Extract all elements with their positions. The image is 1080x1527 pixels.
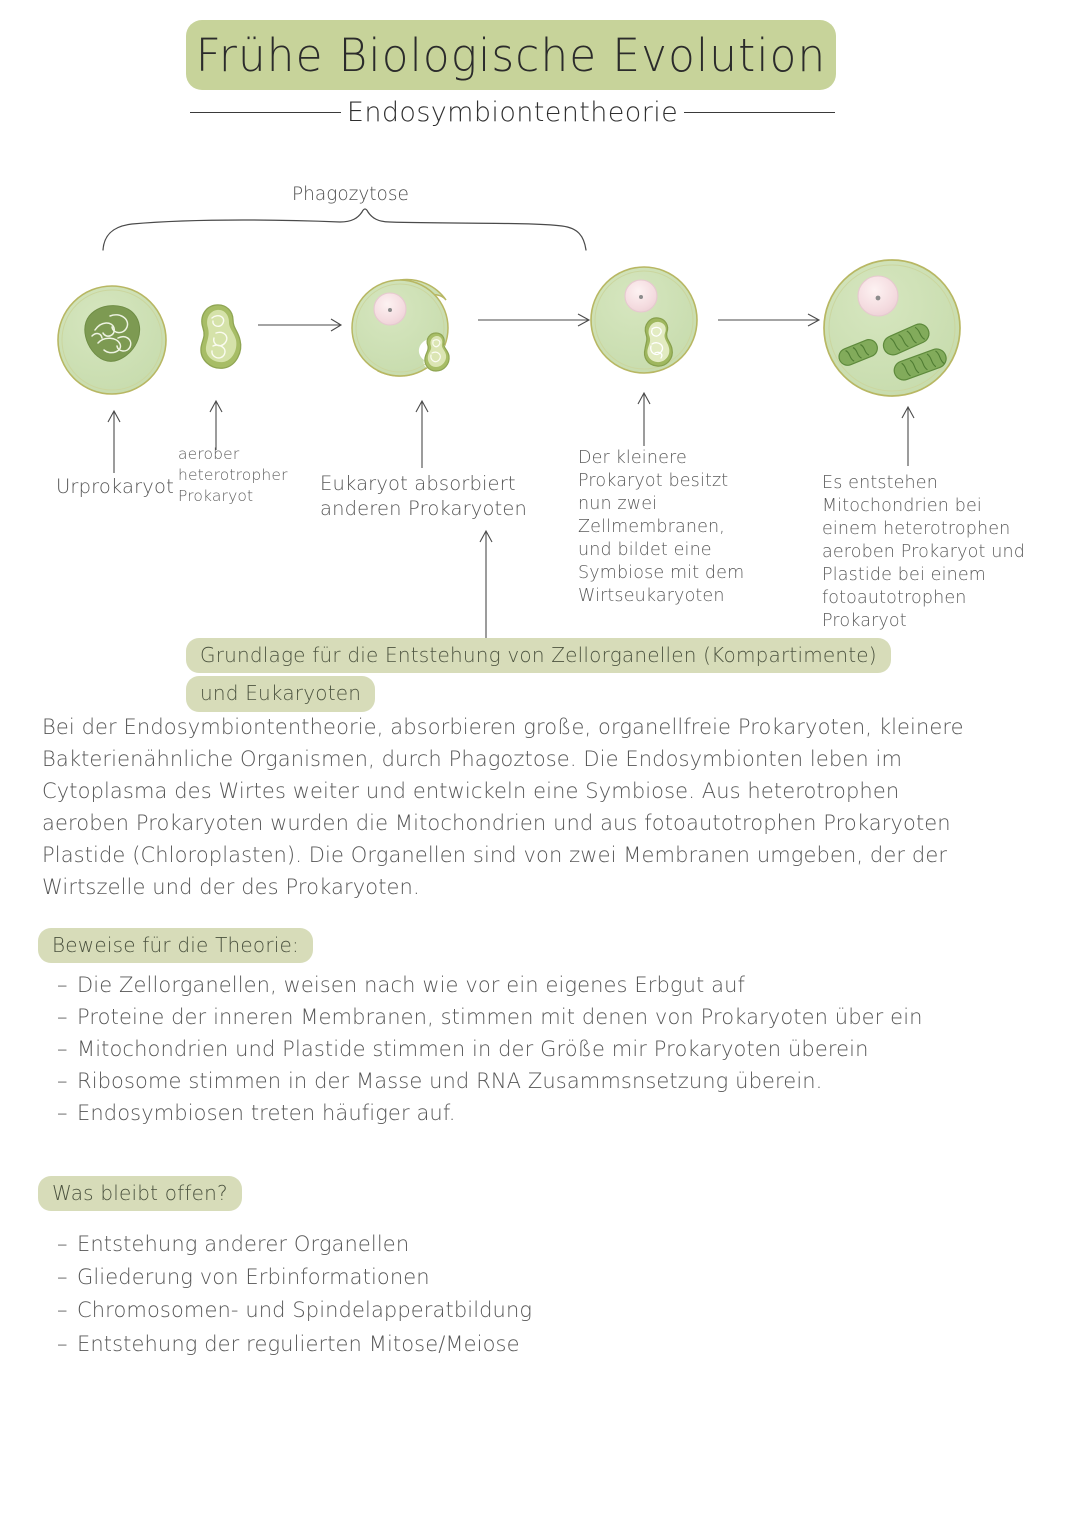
arrow-step2-to-step3 [478,313,591,327]
endosymbiosis-diagram: Phagozytose [0,150,1080,660]
phagocytosis-brace [102,208,587,251]
offen-list: Entstehung anderer Organellen Gliederung… [57,1228,532,1361]
arrow-step1-to-step2 [258,318,343,332]
cell-mitochondrien [823,259,961,397]
phagocytosis-label: Phagozytose [292,184,409,205]
list-item: Ribosome stimmen in der Masse und RNA Zu… [57,1066,923,1098]
page-subtitle: Endosymbiontentheorie [346,96,679,128]
pointer-arrow-aerober-prokaryot [209,399,223,450]
arrow-step3-to-step4 [718,313,821,327]
list-item: Die Zellorganellen, weisen nach wie vor … [57,970,923,1002]
list-item: Entstehung anderer Organellen [57,1228,532,1261]
beweise-list: Die Zellorganellen, weisen nach wie vor … [57,970,923,1130]
title-banner: Frühe Biologische Evolution [186,20,836,90]
cell-symbiose [590,266,698,374]
conclusion-banner-line1: Grundlage für die Entstehung von Zellorg… [186,638,891,674]
main-paragraph: Bei der Endosymbiontentheorie, absorbier… [42,715,964,899]
page-title: Frühe Biologische Evolution [195,28,827,82]
cell-urprokaryot [57,285,167,395]
pointer-arrow-mitochondrien [901,405,915,466]
section-heading-offen: Was bleibt offen? [38,1176,242,1212]
list-item: Endosymbiosen treten häufiger auf. [57,1098,923,1130]
label-urprokaryot: Urprokaryot [56,475,174,498]
subtitle-rule-right [684,111,836,113]
pointer-arrow-symbiose [637,391,651,446]
section-heading-offen-text: Was bleibt offen? [38,1176,242,1212]
list-item: Chromosomen- und Spindelapperatbildung [57,1294,532,1327]
list-item: Entstehung der regulierten Mitose/Meiose [57,1328,532,1361]
subtitle-rule-left [190,111,341,113]
subtitle-row: Endosymbiontentheorie [190,94,836,130]
pointer-arrow-conclusion [479,529,493,650]
diagram-graphics [57,208,961,650]
conclusion-banner: Grundlage für die Entstehung von Zellorg… [186,638,891,712]
section-heading-beweise-text: Beweise für die Theorie: [38,928,313,964]
cell-aerober-prokaryot [200,304,242,369]
section-heading-beweise: Beweise für die Theorie: [38,928,313,964]
list-item: Mitochondrien und Plastide stimmen in de… [57,1034,923,1066]
list-item: Proteine der inneren Membranen, stimmen … [57,1002,923,1034]
cell-eukaryot-absorbiert [351,278,450,377]
list-item: Gliederung von Erbinformationen [57,1261,532,1294]
pointer-arrow-eukaryot-absorbiert [415,399,429,468]
pointer-arrow-urprokaryot [107,409,121,473]
conclusion-banner-line2: und Eukaryoten [186,676,376,712]
